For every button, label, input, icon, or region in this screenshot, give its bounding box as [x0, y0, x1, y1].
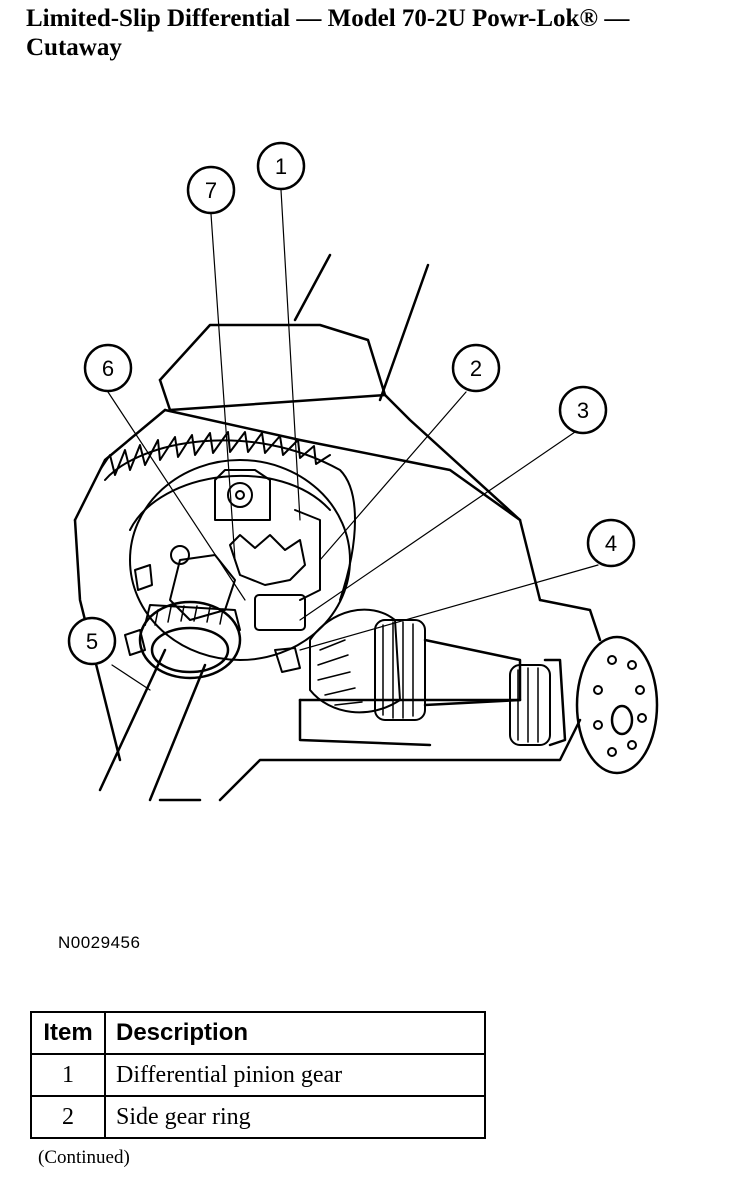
callout-5-label: 5	[86, 629, 98, 654]
table-cell-item: 1	[30, 1053, 106, 1097]
companion-flange	[575, 635, 659, 775]
callout-1: 1	[256, 141, 306, 191]
table-cell-description: Differential pinion gear	[104, 1053, 486, 1097]
callout-7: 7	[186, 165, 236, 215]
drive-pinion	[309, 608, 567, 747]
table-header-row: Item Description	[30, 1011, 486, 1055]
table-row: 2 Side gear ring	[30, 1095, 486, 1139]
callout-1-label: 1	[275, 154, 287, 179]
callout-4-label: 4	[605, 531, 617, 556]
callout-leaders	[107, 189, 599, 691]
differential-cutaway-illustration: 1 7 6 2 3 4 5	[67, 141, 659, 802]
page-title: Limited-Slip Differential — Model 70-2U …	[26, 5, 630, 61]
table-cell-item: 2	[30, 1095, 106, 1139]
callout-2-label: 2	[470, 356, 482, 381]
legend-table: Item Description 1 Differential pinion g…	[30, 1011, 486, 1139]
housing-outline	[73, 253, 602, 802]
callout-6-label: 6	[102, 356, 114, 381]
table-row: 1 Differential pinion gear	[30, 1053, 486, 1097]
figure-id: N0029456	[58, 933, 141, 952]
continued-note: (Continued)	[38, 1147, 130, 1168]
column-header-item: Item	[30, 1011, 106, 1055]
axle-shaft	[98, 600, 242, 802]
callout-2: 2	[451, 343, 501, 393]
callout-4: 4	[586, 518, 636, 568]
callout-3: 3	[558, 385, 608, 435]
table-cell-description: Side gear ring	[104, 1095, 486, 1139]
callout-7-label: 7	[205, 178, 217, 203]
callout-6: 6	[83, 343, 133, 393]
callout-5: 5	[67, 616, 117, 666]
callout-3-label: 3	[577, 398, 589, 423]
column-header-description: Description	[104, 1011, 486, 1055]
ring-gear	[99, 431, 356, 661]
